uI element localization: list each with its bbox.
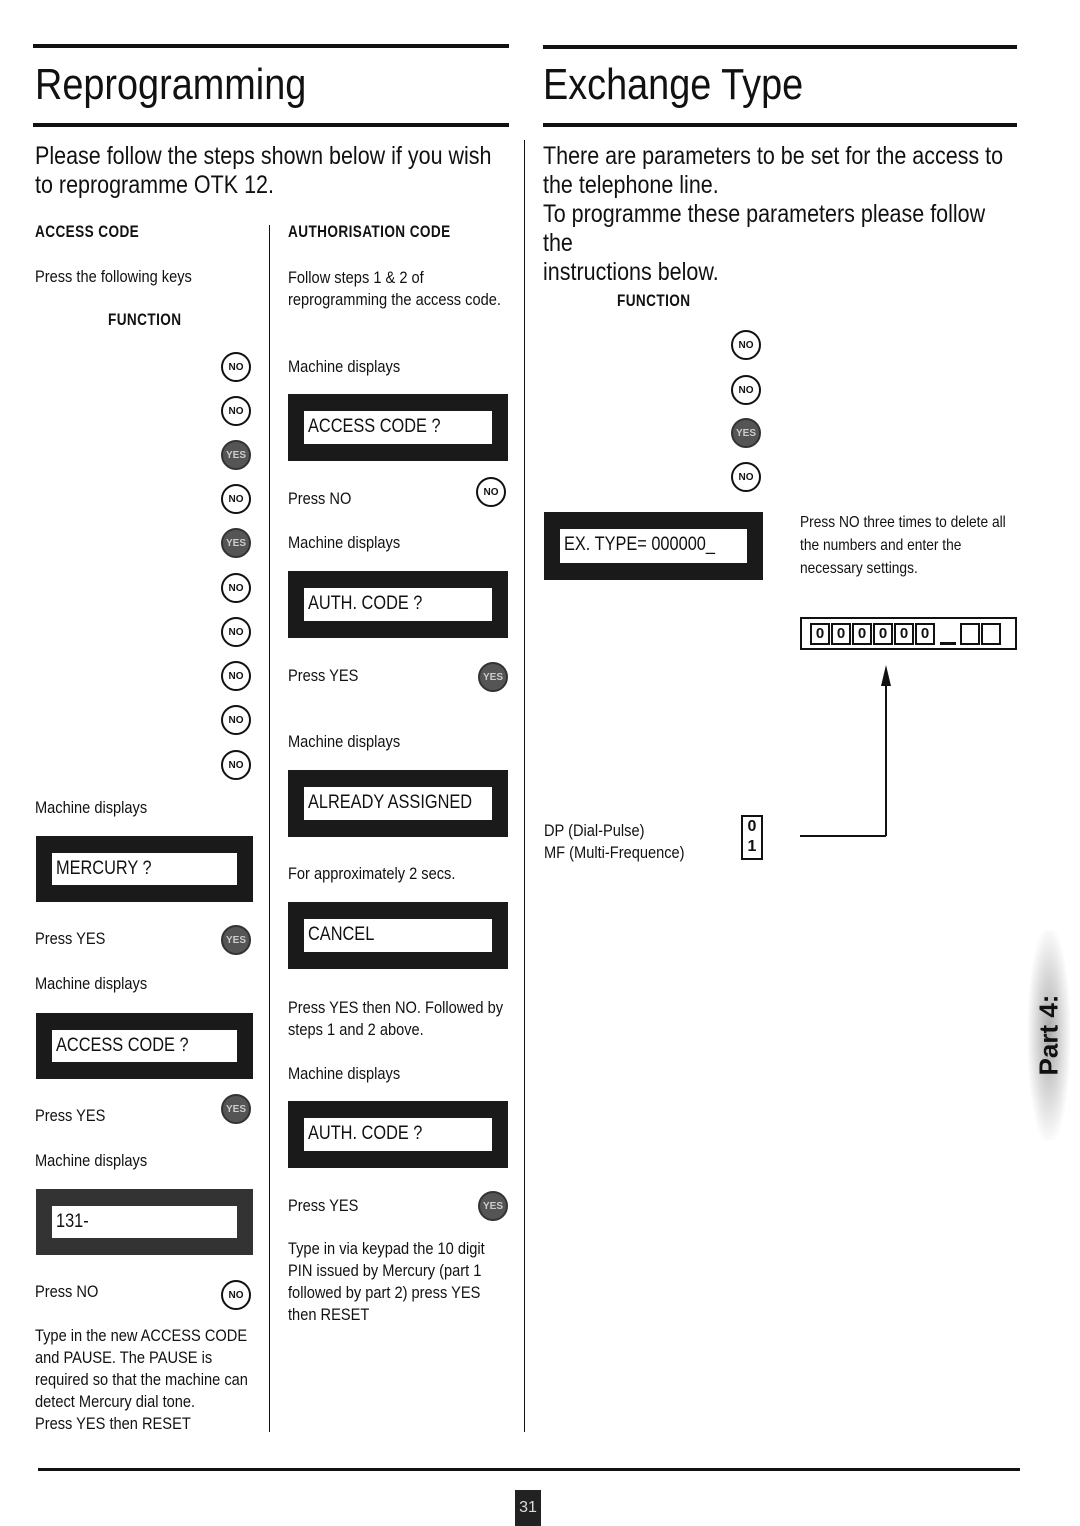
lcd-text: ACCESS CODE ? [56,1035,189,1056]
dp-mf-value-box: 0 1 [741,815,763,860]
arrow-connector [800,665,891,837]
arrow-head-icon [881,665,891,686]
side-tab: Part 4: [1028,930,1070,1140]
lcd-text: ACCESS CODE ? [308,416,441,437]
access-code-note: Type in the new ACCESS CODE and PAUSE. T… [35,1326,248,1433]
machine-displays-label: Machine displays [35,798,148,817]
yes-key: YES [221,925,251,955]
lcd-display: ACCESS CODE ? [288,394,508,461]
press-no-label: Press NO [288,489,352,508]
press-keys-label: Press the following keys [35,267,192,286]
dp-value: 0 [747,818,757,835]
yes-key: YES [478,1191,508,1221]
yes-key: YES [731,418,761,448]
no-key: NO [731,330,761,360]
no-key: NO [221,661,251,691]
sub-rule-left [33,123,509,127]
authorisation-code-heading: AUTHORISATION CODE [288,222,451,241]
yes-key: YES [478,662,508,692]
intro-left: Please follow the steps shown below if y… [35,142,492,199]
column-divider [269,225,270,1432]
lcd-display: AUTH. CODE ? [288,571,508,638]
digit-cell: 0 [894,623,914,645]
mf-value: 1 [747,838,757,855]
lcd-text: 131- [56,1211,89,1232]
function-label: FUNCTION [108,310,182,329]
column-divider [524,140,525,1432]
bottom-rule [38,1468,1020,1471]
lcd-text: MERCURY ? [56,858,152,879]
lcd-text: EX. TYPE= 000000_ [564,534,715,555]
approx-duration-label: For approximately 2 secs. [288,864,456,883]
no-key: NO [221,396,251,426]
empty-cell [981,623,1001,645]
press-yes-label: Press YES [35,929,106,948]
no-key: NO [221,573,251,603]
digit-cell: 0 [831,623,851,645]
press-yes-label: Press YES [288,1196,359,1215]
no-key: NO [476,477,506,507]
machine-displays-label: Machine displays [288,357,401,376]
no-key: NO [221,617,251,647]
machine-displays-label: Machine displays [288,533,401,552]
machine-displays-label: Machine displays [35,1151,148,1170]
access-code-heading: ACCESS CODE [35,222,140,241]
machine-displays-label: Machine displays [288,732,401,751]
lcd-display: ACCESS CODE ? [36,1013,253,1079]
sub-rule-right [543,123,1017,127]
lcd-display: AUTH. CODE ? [288,1101,508,1168]
press-no-label: Press NO [35,1282,99,1301]
dp-label: DP (Dial-Pulse) [544,821,645,840]
function-label: FUNCTION [617,291,691,310]
top-rule-left [33,44,509,48]
machine-displays-label: Machine displays [288,1064,401,1083]
no-key: NO [221,484,251,514]
digit-cell: 0 [810,623,830,645]
no-key: NO [221,705,251,735]
no-key: NO [221,750,251,780]
page-number: 31 [515,1490,541,1526]
digit-cell: 0 [852,623,872,645]
yes-key: YES [221,1094,251,1124]
machine-displays-label: Machine displays [35,974,148,993]
digit-cell: 0 [915,623,935,645]
press-no-note: Press NO three times to delete all the n… [800,514,1006,577]
lcd-display: 131- [36,1189,253,1255]
empty-cell [960,623,980,645]
lcd-display: CANCEL [288,902,508,969]
page-title-left: Reprogramming [35,60,307,109]
side-tab-label: Part 4: [1033,994,1064,1076]
press-yes-label: Press YES [35,1106,106,1125]
top-rule-right [543,45,1017,49]
mf-label: MF (Multi-Frequence) [544,843,685,862]
lcd-text: AUTH. CODE ? [308,593,423,614]
authorisation-note: Type in via keypad the 10 digit PIN issu… [288,1239,485,1324]
no-key: NO [221,1280,251,1310]
no-key: NO [731,462,761,492]
digit-cell: 0 [873,623,893,645]
lcd-text: ALREADY ASSIGNED [308,792,473,813]
lcd-display: ALREADY ASSIGNED [288,770,508,837]
lcd-text: CANCEL [308,924,375,945]
yes-key: YES [221,440,251,470]
cursor-cell [940,623,956,645]
lcd-display: EX. TYPE= 000000_ [544,512,763,580]
lcd-display: MERCURY ? [36,836,253,902]
page-title-right: Exchange Type [543,60,804,109]
lcd-text: AUTH. CODE ? [308,1123,423,1144]
intro-right: There are parameters to be set for the a… [543,142,1004,286]
no-key: NO [221,352,251,382]
yes-key: YES [221,528,251,558]
press-yes-then-no-label: Press YES then NO. Followed by steps 1 a… [288,998,504,1039]
follow-steps-label: Follow steps 1 & 2 of reprogramming the … [288,268,501,309]
press-yes-label: Press YES [288,666,359,685]
no-key: NO [731,375,761,405]
